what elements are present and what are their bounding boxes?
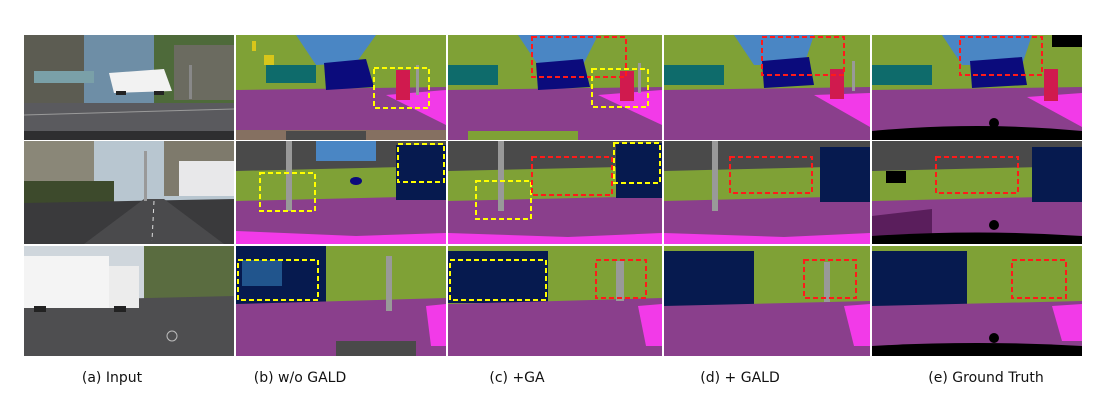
caption-input: (a) Input	[81, 370, 143, 386]
caption-wo-gald: (b) w/o GALD	[253, 370, 347, 386]
tile-ga-row1	[448, 35, 662, 140]
tile-ga-row3	[448, 246, 662, 356]
tile-gt-row3	[872, 246, 1082, 356]
tile-input-row2	[24, 141, 234, 244]
caption-ga: (c) +GA	[489, 370, 545, 386]
tile-wo-gald-row1	[236, 35, 446, 140]
caption-gald: (d) + GALD	[700, 370, 780, 386]
tile-gt-row1	[872, 35, 1082, 140]
tile-gald-row1	[664, 35, 870, 140]
tile-gald-row2	[664, 141, 870, 244]
tile-wo-gald-row3	[236, 246, 446, 356]
caption-ground-truth: (e) Ground Truth	[928, 370, 1044, 386]
tile-wo-gald-row2	[236, 141, 446, 244]
tile-gald-row3	[664, 246, 870, 356]
tile-gt-row2	[872, 141, 1082, 244]
tile-input-row3	[24, 246, 234, 356]
tile-input-row1	[24, 35, 234, 140]
tile-ga-row2	[448, 141, 662, 244]
